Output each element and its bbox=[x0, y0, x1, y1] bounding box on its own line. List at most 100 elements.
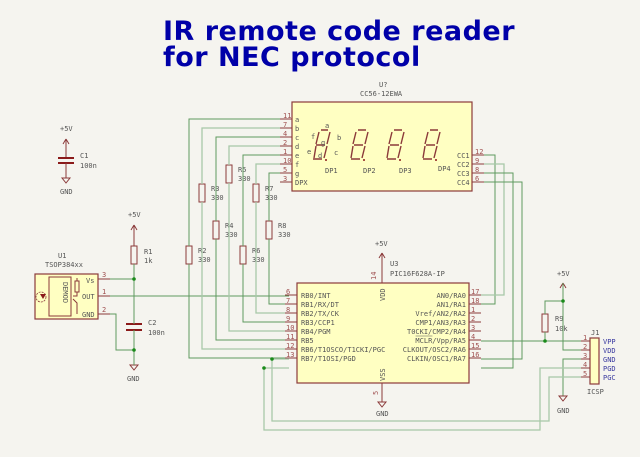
c2-capacitor: C2 100n GND bbox=[126, 319, 165, 383]
u1-ref: U1 bbox=[58, 252, 66, 260]
u3-value: PIC16F628A-IP bbox=[390, 270, 445, 278]
schematic-title-line-1: IR remote code reader bbox=[163, 16, 516, 47]
c1-gnd-label: GND bbox=[60, 188, 73, 196]
u3-pin-num: 1 bbox=[471, 306, 475, 314]
segment-wires bbox=[188, 118, 285, 359]
u2-pin-num: 2 bbox=[283, 139, 287, 147]
segment-wire bbox=[215, 136, 285, 341]
gnd-symbol-icon bbox=[60, 177, 72, 184]
u3-pin-num: 11 bbox=[286, 333, 294, 341]
u1-body bbox=[34, 273, 99, 320]
r4-resistor bbox=[212, 220, 220, 240]
u2-pin-num: 12 bbox=[475, 148, 483, 156]
gnd-symbol-icon bbox=[128, 364, 140, 371]
dp4-label: DP4 bbox=[438, 165, 451, 173]
u2-pin-num: 1 bbox=[283, 148, 287, 156]
u3-pin-num: 10 bbox=[286, 324, 294, 332]
u2-pin-num: 11 bbox=[283, 112, 291, 120]
u1-pin-gnd-name: GND bbox=[82, 311, 95, 319]
r5-value: 330 bbox=[238, 175, 251, 183]
gnd-symbol-icon bbox=[376, 401, 388, 408]
u3-pin-name: AN0/RA0 bbox=[436, 292, 466, 300]
u2-seven-segment-display: U? CC56-12EWA a b c d e f g DP1 DP2 DP3 … bbox=[280, 81, 484, 192]
u2-pin-name: DPX bbox=[295, 179, 308, 187]
r7-value: 330 bbox=[265, 194, 278, 202]
r9-value: 10k bbox=[555, 325, 568, 333]
dp3-label: DP3 bbox=[399, 167, 412, 175]
u3-gnd-label: GND bbox=[376, 410, 389, 418]
segment-wire bbox=[228, 145, 285, 332]
u1-pin-3-num: 3 bbox=[102, 271, 106, 279]
c2-ref: C2 bbox=[148, 319, 156, 327]
u2-pin-name: e bbox=[295, 152, 299, 160]
j1-pin-name: PGD bbox=[603, 365, 616, 373]
u3-pin-num: 8 bbox=[286, 306, 290, 314]
j1-pin-name: PGC bbox=[603, 374, 616, 382]
u3-pin-name: Vref/AN2/RA2 bbox=[415, 310, 466, 318]
segment-wire bbox=[242, 154, 285, 323]
u3-pin-name: MCLR/Vpp/RA5 bbox=[415, 337, 466, 345]
u2-pin-name: d bbox=[295, 143, 299, 151]
j1-pin-num: 5 bbox=[583, 370, 587, 378]
u3-pin-name: RB2/TX/CK bbox=[301, 310, 340, 318]
seg-label-g: g bbox=[321, 139, 325, 147]
u3-pin-num: 13 bbox=[286, 351, 294, 359]
u3-vss-name: VSS bbox=[379, 368, 387, 381]
u3-pin-num: 9 bbox=[286, 315, 290, 323]
photodiode-icon bbox=[35, 291, 47, 303]
u2-pin-num: 5 bbox=[283, 166, 287, 174]
c2-gnd-label: GND bbox=[127, 375, 140, 383]
u2-pin-name: CC1 bbox=[457, 152, 470, 160]
digit-1 bbox=[313, 129, 331, 161]
u1-pin-out-name: OUT bbox=[82, 293, 95, 301]
j1-pin-name: GND bbox=[603, 356, 616, 364]
c1-ref: C1 bbox=[80, 152, 88, 160]
r1-ref: R1 bbox=[144, 248, 152, 256]
u1-pin-vs-name: Vs bbox=[86, 277, 94, 285]
r1-vcc-label: +5V bbox=[128, 211, 141, 219]
u3-pin-name: RB7/T1OSI/PGD bbox=[301, 355, 356, 363]
u3-pin-name: RB5 bbox=[301, 337, 314, 345]
u3-pin-name: CLKIN/OSC1/RA7 bbox=[407, 355, 466, 363]
u2-pin-name: g bbox=[295, 170, 299, 178]
u2-pin-num: 7 bbox=[283, 121, 287, 129]
j1-value: ICSP bbox=[587, 388, 604, 396]
u2-pin-name: c bbox=[295, 134, 299, 142]
u3-pin-name: RB4/PGM bbox=[301, 328, 331, 336]
u3-pin-name: T0CKI/CMP2/RA4 bbox=[407, 328, 466, 336]
r2-resistor bbox=[185, 245, 193, 265]
seg-label-e: e bbox=[307, 148, 311, 156]
r1-value: 1k bbox=[144, 257, 153, 265]
u3-pin-name: RB1/RX/DT bbox=[301, 301, 340, 309]
u1-value: TSOP384xx bbox=[45, 261, 83, 269]
r3-ref: R3 bbox=[211, 185, 219, 193]
segment-wire bbox=[201, 127, 285, 350]
seg-label-b: b bbox=[337, 134, 341, 142]
dp1-label: DP1 bbox=[325, 167, 338, 175]
r5-ref: R5 bbox=[238, 166, 246, 174]
dp2-label: DP2 bbox=[363, 167, 376, 175]
u2-pin-num: 4 bbox=[283, 130, 287, 138]
u3-pin-name: RB3/CCP1 bbox=[301, 319, 335, 327]
u3-pin-num: 12 bbox=[286, 342, 294, 350]
j1-pin-num: 4 bbox=[583, 361, 587, 369]
u3-ref: U3 bbox=[390, 260, 398, 268]
j1-pin-num: 3 bbox=[583, 352, 587, 360]
digit-2 bbox=[350, 129, 369, 161]
u3-pin-num: 3 bbox=[471, 324, 475, 332]
u3-vcc-label: +5V bbox=[375, 240, 388, 248]
u2-pin-num: 6 bbox=[475, 175, 479, 183]
j1-gnd-label: GND bbox=[557, 407, 570, 415]
u1-pin-1-num: 1 bbox=[102, 288, 106, 296]
u2-pin-num: 10 bbox=[283, 157, 291, 165]
u3-right-pins: 17AN0/RA018AN1/RA11Vref/AN2/RA22CMP1/AN3… bbox=[403, 288, 481, 363]
schematic-title-line-2: for NEC protocol bbox=[163, 42, 421, 73]
r7-resistor bbox=[252, 183, 260, 203]
c1-vcc-label: +5V bbox=[60, 125, 73, 133]
u3-vdd-pin-num: 14 bbox=[370, 272, 378, 280]
u3-vdd-name: VDD bbox=[379, 288, 387, 301]
c2-value: 100n bbox=[148, 329, 165, 337]
